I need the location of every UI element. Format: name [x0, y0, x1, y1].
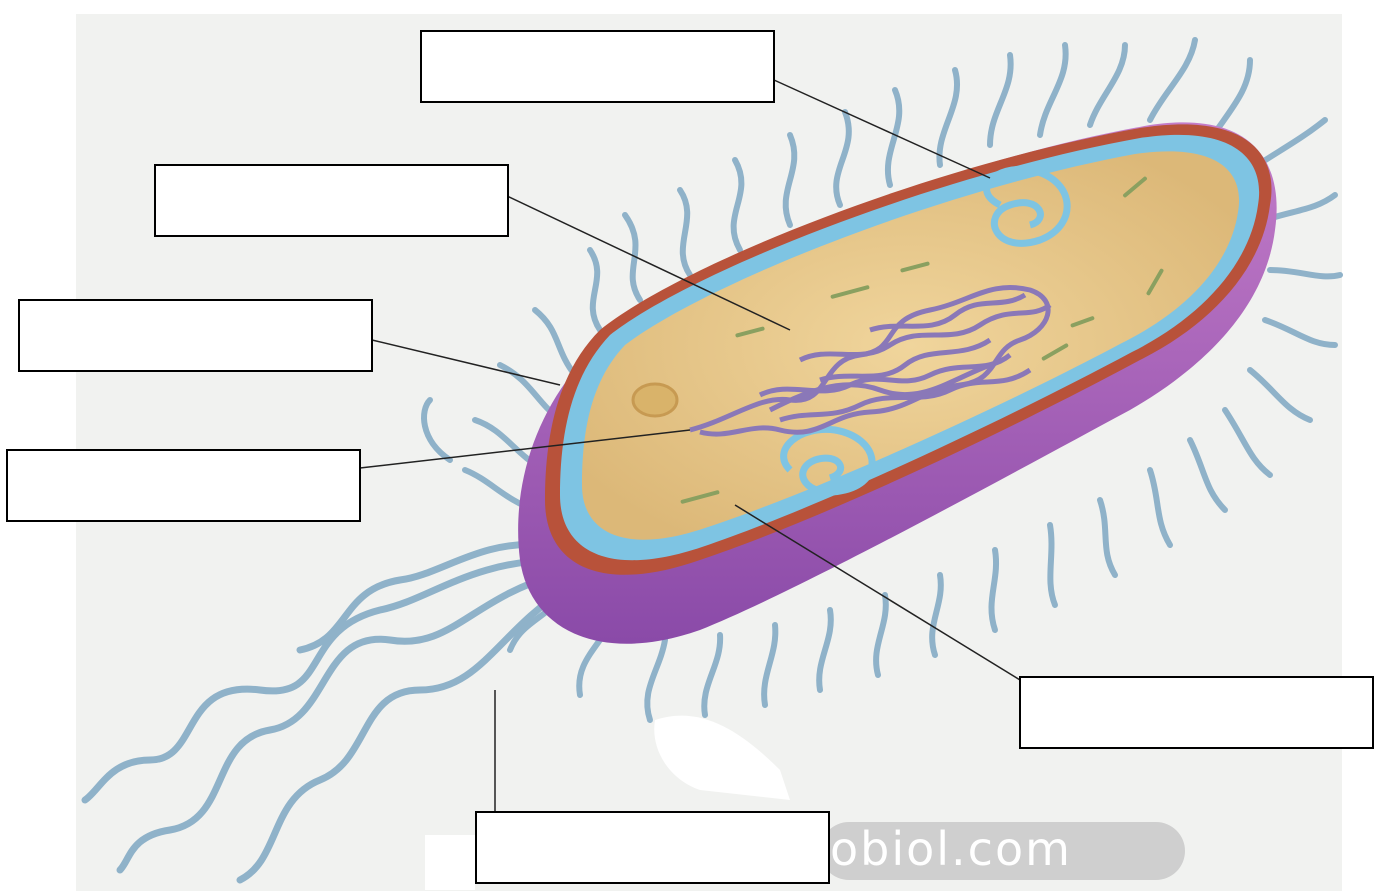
label-box-6[interactable] — [475, 811, 830, 884]
label-box-1[interactable] — [420, 30, 775, 103]
label-box-2[interactable] — [154, 164, 509, 237]
inclusion-body — [633, 384, 677, 416]
label-box-3[interactable] — [18, 299, 373, 372]
watermark-text: obiol.com — [830, 822, 1072, 876]
label-box-5[interactable] — [1019, 676, 1374, 749]
erased-patch — [425, 835, 475, 890]
label-box-4[interactable] — [6, 449, 361, 522]
